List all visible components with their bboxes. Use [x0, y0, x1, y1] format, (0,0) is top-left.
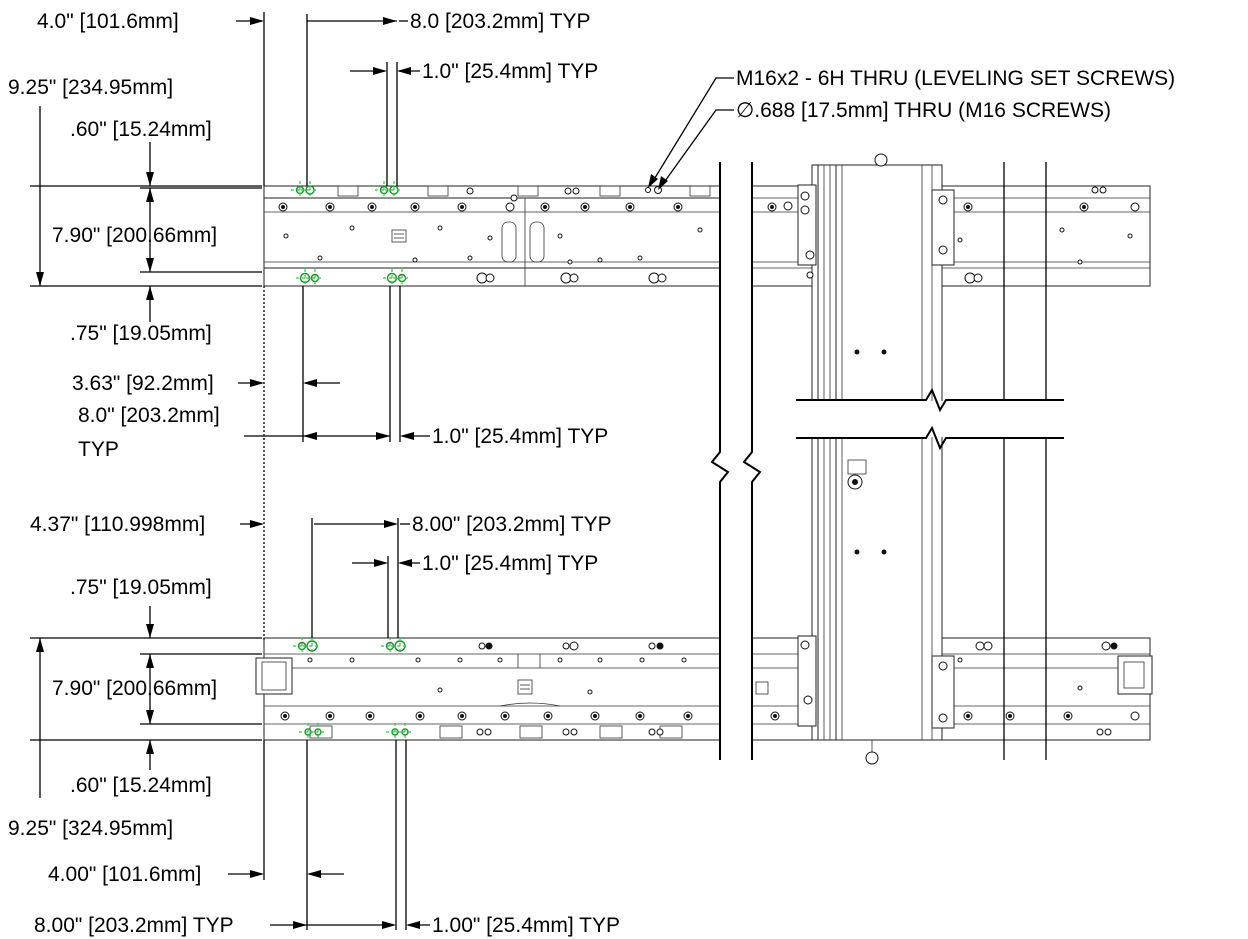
- bottom-bottom-edge-label: .60" [15.24mm]: [70, 774, 212, 797]
- top-hole-pair-bottom-label: 1.0" [25.4mm] TYP: [432, 425, 608, 448]
- bottom-overall-height-label: 9.25" [324.95mm]: [8, 817, 173, 840]
- top-rail-height-label: 7.90" [200.66mm]: [52, 224, 217, 247]
- top-bottom-edge-label: .75" [19.05mm]: [70, 322, 212, 345]
- top-offset-bottom-label: 3.63" [92.2mm]: [72, 372, 214, 395]
- bottom-spacing-label: 8.00" [203.2mm] TYP: [412, 513, 612, 536]
- bottom-top-edge-label: .75" [19.05mm]: [70, 576, 212, 599]
- top-rail-assembly: [263, 180, 1151, 288]
- leveling-screw-callout: M16x2 - 6H THRU (LEVELING SET SCREWS): [736, 67, 1175, 90]
- top-overall-height-label: 9.25" [234.95mm]: [8, 76, 173, 99]
- top-edge-label: .60" [15.24mm]: [70, 118, 212, 141]
- vertical-carriage: [797, 153, 955, 765]
- break-lines: [710, 150, 762, 770]
- bottom-rail-assembly: [255, 636, 1153, 742]
- bottom-hole-pair-bottom-label: 1.00" [25.4mm] TYP: [432, 914, 620, 937]
- horizontal-break: [790, 387, 1070, 451]
- top-spacing-bottom-label-2: TYP: [78, 438, 119, 461]
- bottom-rail-height-label: 7.90" [200.66mm]: [52, 677, 217, 700]
- callout-leaders: [648, 77, 734, 190]
- top-spacing-bottom-label-1: 8.0" [203.2mm]: [78, 404, 220, 427]
- bottom-hole-pair-label: 1.0" [25.4mm] TYP: [422, 552, 598, 575]
- top-spacing-label: 8.0 [203.2mm] TYP: [410, 10, 591, 33]
- bottom-offset-first-label: 4.37" [110.998mm]: [30, 513, 205, 536]
- vertical-posts: [1003, 162, 1047, 760]
- bottom-spacing-bottom-label: 8.00" [203.2mm] TYP: [34, 914, 234, 937]
- bottom-view-labels: 4.37" [110.998mm] 8.00" [203.2mm] TYP 1.…: [8, 513, 620, 937]
- top-hole-pair-label: 1.0" [25.4mm] TYP: [422, 60, 598, 83]
- thru-hole-callout: ∅.688 [17.5mm] THRU (M16 SCREWS): [736, 99, 1111, 122]
- top-view-dimension-lines: [30, 12, 430, 640]
- callout-labels: M16x2 - 6H THRU (LEVELING SET SCREWS) ∅.…: [736, 67, 1175, 122]
- top-view-labels: 4.0" [101.6mm] 8.0 [203.2mm] TYP 1.0" [2…: [8, 10, 608, 461]
- bottom-view-dimension-lines: [30, 518, 430, 930]
- top-offset-first-label: 4.0" [101.6mm]: [37, 10, 179, 33]
- bottom-offset-bottom-label: 4.00" [101.6mm]: [48, 863, 201, 886]
